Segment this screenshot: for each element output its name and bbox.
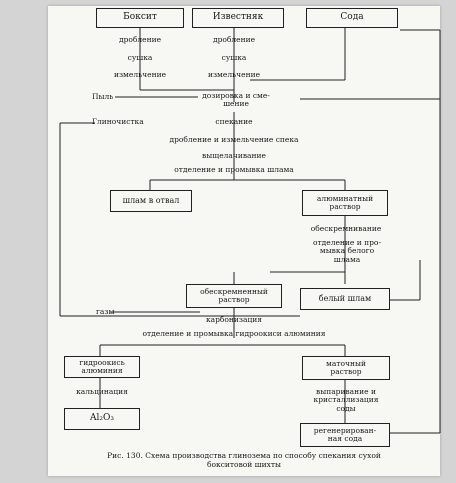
step-crush-limestone: дробление (212, 35, 256, 44)
gases-label: газы (96, 307, 115, 316)
step-dry-limestone: сушка (221, 53, 247, 62)
flue-dust-label: Глиночистка (92, 117, 144, 126)
step-crush-bauxite: дробление (118, 35, 162, 44)
mud-dump-box: шлам в отвал (110, 190, 192, 212)
bauxite-box: Боксит (96, 8, 184, 28)
step-grind-bauxite: измельчение (113, 70, 167, 79)
limestone-box: Известняк (192, 8, 284, 28)
dust-label: Пыль (92, 92, 114, 101)
step-grind-limestone: измельчение (207, 70, 261, 79)
step-calcination: кальцинация (76, 387, 128, 396)
step-leaching: выщелачивание (202, 151, 266, 160)
step-crush-sinter: дробление и измельчение спека (169, 135, 299, 144)
step-desilication: обескремнивание (310, 224, 382, 233)
alumina-box: Al₂O₃ (64, 408, 140, 430)
white-mud-box: белый шлам (300, 288, 390, 310)
step-carbonation: карбонизация (205, 315, 263, 324)
soda-box: Сода (306, 8, 398, 28)
step-sintering: спекание (215, 117, 253, 126)
step-evaporation-crystallization: выпаривание и кристаллизация соды (313, 387, 379, 413)
step-separate-wash-white-mud: отделение и про- мывка белого шлама (313, 238, 381, 264)
mother-liquor-box: маточный раствор (302, 356, 390, 380)
aluminate-solution-box: алюминатный раствор (302, 190, 388, 216)
step-dry-bauxite: сушка (127, 53, 153, 62)
desilicated-solution-box: обескремненный раствор (186, 284, 282, 308)
step-separate-wash-mud: отделение и промывка шлама (174, 165, 294, 174)
step-separate-wash-hydroxide: отделение и промывка гидроокиси алюминия (142, 329, 326, 338)
figure-caption: Рис. 130. Схема производства глинозема п… (107, 451, 381, 469)
scanned-page (48, 6, 440, 476)
regenerated-soda-box: регенерирован- ная сода (300, 423, 390, 447)
aluminium-hydroxide-box: гидроокись алюминия (64, 356, 140, 378)
step-dosing-mixing: дозировка и сме- шение (202, 91, 270, 109)
